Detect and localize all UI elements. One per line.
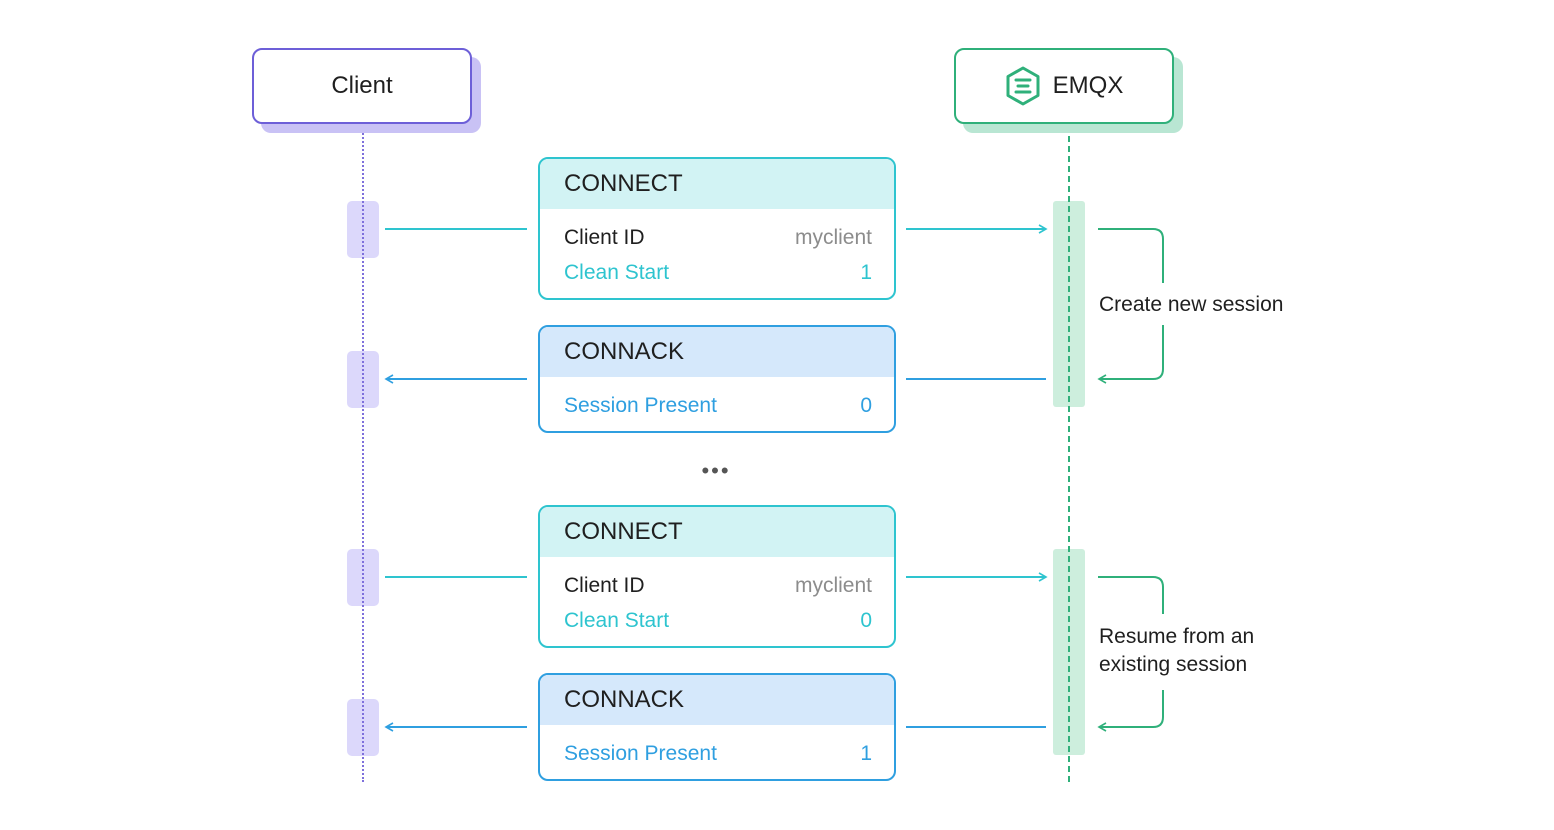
emqx-label: EMQX <box>1052 72 1124 99</box>
connect-message-box: CONNECT Client ID myclient Clean Start 1 <box>538 157 896 300</box>
field-value: 1 <box>860 741 872 765</box>
field-row: Clean Start 1 <box>540 255 894 290</box>
field-key: Clean Start <box>564 608 670 632</box>
client-participant: Client <box>252 48 472 124</box>
emqx-participant: EMQX <box>954 48 1174 124</box>
field-value: myclient <box>794 573 872 597</box>
field-key: Clean Start <box>564 260 670 284</box>
note-text-line: existing session <box>1099 653 1248 676</box>
connack-message-box: CONNACK Session Present 0 <box>538 325 896 433</box>
self-loop-arrow <box>1097 690 1164 732</box>
field-row: Session Present 0 <box>540 388 894 423</box>
field-key: Client ID <box>564 225 645 249</box>
emqx-lifeline <box>1068 126 1070 782</box>
ellipsis: ••• <box>701 458 731 483</box>
message-type: CONNECT <box>540 507 894 557</box>
message-type: CONNACK <box>540 675 894 725</box>
field-key: Session Present <box>564 393 717 417</box>
emqx-logo-icon <box>1005 66 1041 106</box>
message-type: CONNACK <box>540 327 894 377</box>
field-value: 1 <box>860 260 872 284</box>
connack-message-box: CONNACK Session Present 1 <box>538 673 896 781</box>
field-value: 0 <box>860 608 872 632</box>
field-row: Clean Start 0 <box>540 603 894 638</box>
client-label: Client <box>331 72 393 99</box>
resume-session-note: Resume from an existing session <box>1099 623 1254 679</box>
field-key: Session Present <box>564 741 717 765</box>
note-text-line: Resume from an <box>1099 625 1255 648</box>
self-loop-arrow <box>1098 228 1164 283</box>
client-lifeline <box>362 126 364 782</box>
field-row: Session Present 1 <box>540 736 894 771</box>
field-value: myclient <box>794 225 872 249</box>
create-session-note: Create new session <box>1099 291 1283 319</box>
self-loop-arrow <box>1098 576 1164 614</box>
field-key: Client ID <box>564 573 645 597</box>
self-loop-arrow <box>1097 325 1164 384</box>
note-text: Create new session <box>1099 293 1284 316</box>
field-row: Client ID myclient <box>540 568 894 603</box>
connect-message-box: CONNECT Client ID myclient Clean Start 0 <box>538 505 896 648</box>
message-type: CONNECT <box>540 159 894 209</box>
field-value: 0 <box>860 393 872 417</box>
field-row: Client ID myclient <box>540 220 894 255</box>
